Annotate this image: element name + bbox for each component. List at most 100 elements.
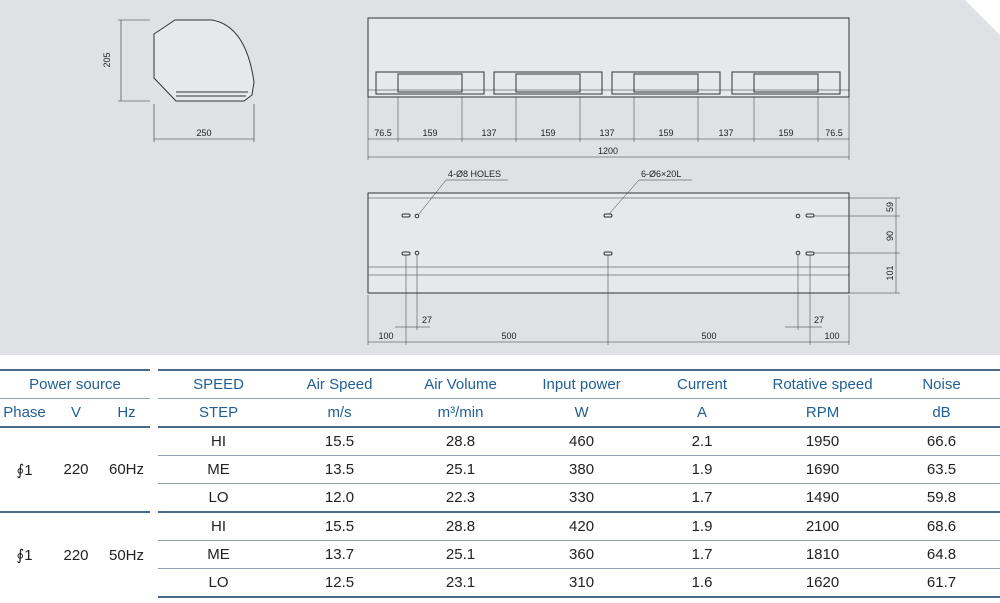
bottom-offset-left: 27 (422, 315, 432, 325)
header-rotative-speed: Rotative speed (762, 369, 884, 399)
header-input-power: Input power (521, 369, 643, 399)
bottom-dim-4: 100 (824, 331, 839, 341)
table-row: ∮1 220 50Hz HI 15.5 28.8 420 1.9 2100 68… (0, 511, 1000, 597)
header-gap (150, 370, 159, 399)
air-speed-cell: 15.5 (279, 426, 401, 456)
table-row: ME 13.5 25.1 380 1.9 1690 63.5 (0, 455, 1000, 484)
header-speed: SPEED (158, 369, 280, 399)
step-cell: ME (158, 540, 280, 569)
unit-noise: dB (883, 398, 1000, 427)
front-dim-4: 159 (540, 128, 555, 138)
header-air-speed: Air Speed (279, 369, 401, 399)
input-power-cell: 460 (521, 426, 643, 456)
side-width-dim: 250 (196, 128, 211, 138)
front-dim-9: 76.5 (825, 128, 843, 138)
phase-cell: ∮1 (0, 511, 49, 597)
rpm-cell: 1810 (762, 540, 884, 569)
technical-drawing: 205 250 76.5 159 137 (102, 0, 1000, 345)
bottom-view (367, 179, 900, 345)
header-phase: Phase (0, 398, 49, 427)
table-row: ME 13.7 25.1 360 1.7 1810 64.8 (0, 540, 1000, 569)
current-cell: 1.7 (642, 483, 763, 512)
air-volume-cell: 22.3 (400, 483, 522, 512)
technical-drawing-area: 205 250 76.5 159 137 (0, 0, 1000, 355)
bottom-vdim-1: 59 (885, 202, 895, 212)
header-step: STEP (158, 398, 280, 427)
header-air-volume: Air Volume (400, 369, 522, 399)
current-cell: 1.9 (642, 455, 763, 484)
air-speed-cell: 15.5 (279, 511, 401, 541)
current-cell: 1.7 (642, 540, 763, 569)
unit-air-speed: m/s (279, 398, 401, 427)
side-height-dim: 205 (102, 52, 112, 67)
step-cell: ME (158, 455, 280, 484)
air-volume-cell: 23.1 (400, 568, 522, 598)
table-row: LO 12.0 22.3 330 1.7 1490 59.8 (0, 483, 1000, 512)
noise-cell: 61.7 (883, 568, 1000, 598)
table-gap (150, 512, 159, 597)
header-gap (150, 398, 159, 427)
folded-corner (965, 0, 1000, 35)
voltage-cell: 220 (49, 511, 103, 597)
bottom-dim-3: 500 (701, 331, 716, 341)
header-current: Current (642, 369, 763, 399)
front-dim-6: 159 (658, 128, 673, 138)
input-power-cell: 380 (521, 455, 643, 484)
slots-callout: 6-Ø6×20L (641, 169, 681, 179)
phase-cell: ∮1 (0, 426, 49, 512)
air-speed-cell: 13.7 (279, 540, 401, 569)
air-volume-cell: 25.1 (400, 455, 522, 484)
bottom-dim-1: 100 (378, 331, 393, 341)
noise-cell: 64.8 (883, 540, 1000, 569)
current-cell: 1.9 (642, 511, 763, 541)
header-hz: Hz (103, 398, 151, 427)
header-v: V (49, 398, 103, 427)
frequency-cell: 50Hz (103, 511, 151, 597)
input-power-cell: 420 (521, 511, 643, 541)
step-cell: HI (158, 511, 280, 541)
bottom-dim-2: 500 (501, 331, 516, 341)
air-speed-cell: 13.5 (279, 455, 401, 484)
noise-cell: 68.6 (883, 511, 1000, 541)
noise-cell: 66.6 (883, 426, 1000, 456)
front-dim-5: 137 (599, 128, 614, 138)
front-dim-1: 76.5 (374, 128, 392, 138)
front-dim-2: 159 (422, 128, 437, 138)
header-noise: Noise (883, 369, 1000, 399)
rpm-cell: 2100 (762, 511, 884, 541)
unit-rpm: RPM (762, 398, 884, 427)
input-power-cell: 360 (521, 540, 643, 569)
unit-air-volume: m³/min (400, 398, 522, 427)
frequency-cell: 60Hz (103, 426, 151, 512)
air-volume-cell: 25.1 (400, 540, 522, 569)
bottom-vdim-2: 90 (885, 231, 895, 241)
voltage-cell: 220 (49, 426, 103, 512)
header-power-source: Power source (0, 369, 151, 399)
current-cell: 2.1 (642, 426, 763, 456)
header-row-1: Power source SPEED Air Speed Air Volume … (0, 369, 1000, 399)
rpm-cell: 1690 (762, 455, 884, 484)
noise-cell: 63.5 (883, 455, 1000, 484)
air-volume-cell: 28.8 (400, 511, 522, 541)
front-dim-8: 159 (778, 128, 793, 138)
rpm-cell: 1620 (762, 568, 884, 598)
header-row-2: Phase V Hz STEP m/s m³/min W A RPM dB (0, 398, 1000, 427)
unit-current: A (642, 398, 763, 427)
step-cell: LO (158, 483, 280, 512)
table-row: LO 12.5 23.1 310 1.6 1620 61.7 (0, 568, 1000, 598)
side-view (118, 19, 255, 142)
air-volume-cell: 28.8 (400, 426, 522, 456)
spec-table: Power source SPEED Air Speed Air Volume … (0, 369, 1000, 598)
front-total-dim: 1200 (598, 146, 618, 156)
current-cell: 1.6 (642, 568, 763, 598)
air-speed-cell: 12.5 (279, 568, 401, 598)
bottom-offset-right: 27 (814, 315, 824, 325)
front-dim-3: 137 (481, 128, 496, 138)
rpm-cell: 1950 (762, 426, 884, 456)
air-speed-cell: 12.0 (279, 483, 401, 512)
front-segment-dims: 76.5 159 137 159 137 159 137 159 76.5 (374, 128, 843, 138)
table-gap (150, 427, 159, 512)
input-power-cell: 310 (521, 568, 643, 598)
noise-cell: 59.8 (883, 483, 1000, 512)
holes-callout: 4-Ø8 HOLES (448, 169, 501, 179)
